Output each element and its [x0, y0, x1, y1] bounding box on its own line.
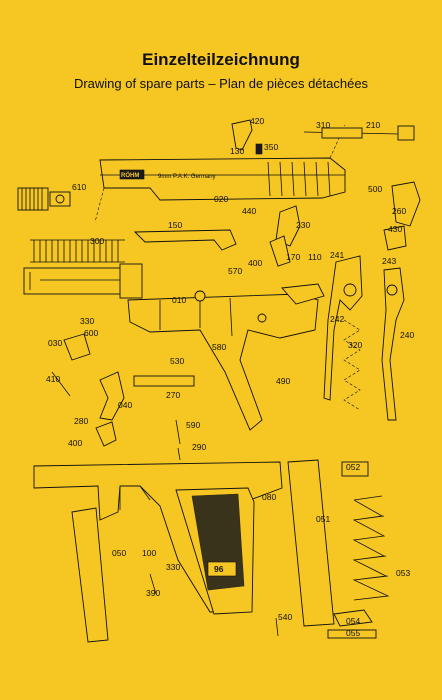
- spring-053: [352, 495, 390, 601]
- part-label-350: 350: [264, 142, 278, 152]
- muzzle-part: [17, 187, 71, 211]
- part-label-410: 410: [46, 374, 60, 384]
- firing-pin-part: [303, 125, 415, 141]
- part-label-610: 610: [72, 182, 86, 192]
- barrel-part: [23, 263, 143, 299]
- part-label-420: 420: [250, 116, 264, 126]
- safety-part: [63, 333, 91, 361]
- trigger-pin-part: [95, 421, 117, 447]
- part-label-330: 330: [80, 316, 94, 326]
- slide-part: RÖHM 9mm P.A.K. Germany: [94, 124, 346, 223]
- spring-320: [343, 319, 361, 411]
- part-label-020: 020: [214, 194, 228, 204]
- part-label-210: 210: [366, 120, 380, 130]
- part-label-290: 290: [192, 442, 206, 452]
- pin-410: [51, 371, 71, 397]
- drawing-subtitle: Drawing of spare parts – Plan de pièces …: [73, 76, 369, 91]
- part-label-600: 600: [84, 328, 98, 338]
- part-label-030: 030: [48, 338, 62, 348]
- part-label-430: 430: [388, 224, 402, 234]
- magazine-051: [287, 459, 335, 627]
- frame-insert-part: [127, 290, 319, 431]
- part-label-050: 050: [112, 548, 126, 558]
- part-label-242: 242: [330, 314, 344, 324]
- part-label-330: 330: [166, 562, 180, 572]
- follower-052: [341, 461, 369, 477]
- grip-panel: 96: [191, 493, 245, 591]
- part-label-053: 053: [396, 568, 410, 578]
- part-label-170: 170: [286, 252, 300, 262]
- part-label-400: 400: [68, 438, 82, 448]
- part-labels: 010 020 030 040 050 051 052 053 054 055 080 100 110 1…: [46, 116, 414, 638]
- extractor-part: [231, 119, 253, 151]
- hammer-strut-part: [269, 235, 291, 267]
- part-label-590: 590: [186, 420, 200, 430]
- part-label-310: 310: [316, 120, 330, 130]
- part-label-390: 390: [146, 588, 160, 598]
- part-label-570: 570: [228, 266, 242, 276]
- part-label-054: 054: [346, 616, 360, 626]
- part-label-270: 270: [166, 390, 180, 400]
- part-label-080: 080: [262, 492, 276, 502]
- part-label-500: 500: [368, 184, 382, 194]
- trigger-part: [99, 371, 125, 421]
- pin-350: [255, 143, 263, 155]
- hammer-part: [275, 205, 301, 247]
- part-label-440: 440: [242, 206, 256, 216]
- part-label-300: 300: [90, 236, 104, 246]
- part-label-530: 530: [170, 356, 184, 366]
- bar-270: [133, 375, 195, 387]
- part-label-010: 010: [172, 295, 186, 305]
- part-label-280: 280: [74, 416, 88, 426]
- grip-marking: 96: [214, 564, 224, 574]
- part-label-243: 243: [382, 256, 396, 266]
- part-label-580: 580: [212, 342, 226, 352]
- small-pins: [149, 419, 279, 637]
- part-label-052: 052: [346, 462, 360, 472]
- slide-marking: 9mm P.A.K. Germany: [158, 174, 216, 180]
- part-label-240: 240: [400, 330, 414, 340]
- part-label-540: 540: [278, 612, 292, 622]
- magazine-050: [71, 507, 109, 643]
- part-label-260: 260: [392, 206, 406, 216]
- part-label-100: 100: [142, 548, 156, 558]
- part-label-055: 055: [346, 628, 360, 638]
- part-label-400: 400: [248, 258, 262, 268]
- lever-part: [133, 229, 237, 251]
- part-label-230: 230: [296, 220, 310, 230]
- part-label-110: 110: [308, 252, 322, 262]
- recoil-spring: [30, 239, 125, 263]
- drawing-title: Einzelteilzeichnung: [142, 50, 300, 69]
- brand-marking: RÖHM: [121, 172, 139, 179]
- part-label-051: 051: [316, 514, 330, 524]
- part-label-040: 040: [118, 400, 132, 410]
- trigger-bar-parts: [323, 181, 421, 421]
- part-label-490: 490: [276, 376, 290, 386]
- part-label-130: 130: [230, 146, 244, 156]
- part-label-150: 150: [168, 220, 182, 230]
- part-label-320: 320: [348, 340, 362, 350]
- part-label-241: 241: [330, 250, 344, 260]
- floorplate-054: [333, 609, 373, 627]
- floorplate-055: [327, 629, 377, 639]
- slide-stop-part: [281, 283, 325, 305]
